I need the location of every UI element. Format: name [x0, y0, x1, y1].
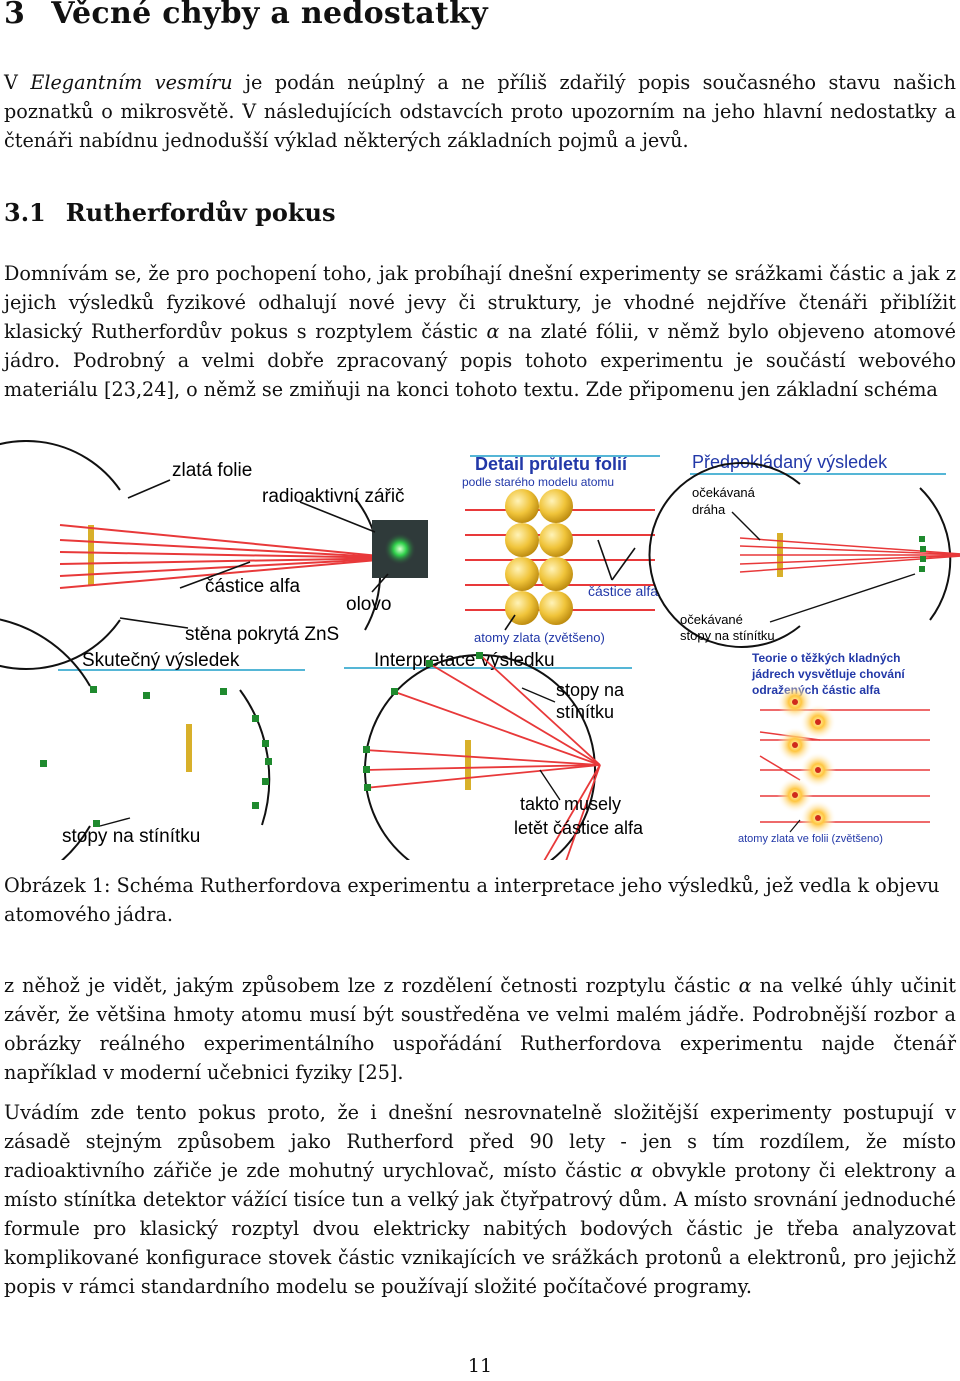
- detail-label-alpha: částice alfa: [588, 583, 658, 599]
- detail-label-gold-atoms: atomy zlata (zvětšeno): [474, 630, 605, 645]
- expected-marks: [919, 536, 926, 572]
- detail-title: Detail průletu folií: [475, 454, 628, 474]
- interpretation-paths-label-1: takto musely: [520, 794, 621, 814]
- expected-panel: Předpokládaný výsledek: [648, 452, 960, 648]
- real-title: Skutečný výsledek: [82, 650, 240, 671]
- subsection-title: Rutherfordův pokus: [65, 198, 336, 227]
- gold-atoms-stack: [505, 489, 573, 625]
- rutherford-figure: zlatá folie radioaktivní zářič částice a…: [0, 440, 960, 860]
- expected-path-label-2: dráha: [692, 502, 726, 517]
- intro-text-rest: je podán neúplný a ne příliš zdařilý pop…: [4, 71, 956, 152]
- interpretation-marks-label-2: stínítku: [556, 702, 614, 722]
- theory-text-2: jádrech vysvětluje chování: [751, 667, 905, 681]
- section-title: Věcné chyby a nedostatky: [51, 0, 488, 31]
- detail-pointers: [504, 539, 636, 631]
- interpretation-panel: Interpretace výsledku: [344, 650, 644, 860]
- apparatus-pointers: [119, 479, 389, 629]
- book-title: Elegantním vesmíru: [30, 71, 233, 94]
- after1-text-rest: na velké úhly učinit závěr, že většina h…: [4, 974, 956, 1084]
- section-number: 3: [4, 0, 26, 31]
- after1-text-start: z něhož je vidět, jakým způsobem lze z r…: [4, 974, 739, 997]
- real-marks: [40, 686, 272, 827]
- expected-rays: [739, 537, 960, 573]
- after-figure-paragraph-2: Uvádím zde tento pokus proto, že i dnešn…: [4, 1098, 956, 1301]
- expected-marks-label-2: stopy na stínítku: [680, 628, 775, 643]
- label-alpha-particles: částice alfa: [205, 576, 300, 597]
- label-radioactive-source: radioaktivní zářič: [262, 486, 405, 507]
- theory-label-foil-atoms: atomy zlata ve folii (zvětšeno): [738, 833, 883, 845]
- after2-text-start: Uvádím zde tento pokus proto, že i dnešn…: [4, 1101, 956, 1182]
- page-number: 11: [467, 1355, 493, 1377]
- interpretation-marks-label-1: stopy na: [556, 680, 625, 700]
- theory-panel: Teorie o těžkých kladných jádrech vysvět…: [738, 651, 930, 845]
- interpretation-marks: [363, 652, 483, 791]
- label-zns-wall: stěna pokrytá ZnS: [185, 624, 339, 645]
- real-screen-circle: [0, 618, 91, 860]
- real-panel: Skutečný výsledek stopy na s: [0, 618, 305, 860]
- figure-drawing: zlatá folie radioaktivní zářič částice a…: [0, 440, 960, 860]
- apparatus-panel: zlatá folie radioaktivní zářič částice a…: [0, 440, 428, 670]
- theory-text-3: odražených částic alfa: [752, 683, 880, 697]
- interpretation-rays: [364, 654, 601, 860]
- intro-paragraph: V Elegantním vesmíru je podán neúplný a …: [4, 68, 956, 155]
- expected-marks-label-1: očekávané: [680, 612, 743, 627]
- interpretation-title: Interpretace výsledku: [374, 650, 555, 671]
- subsection-number: 3.1: [4, 198, 46, 227]
- nuclei-dots: [792, 699, 821, 821]
- alpha-symbol: α: [630, 1159, 644, 1182]
- label-lead: olovo: [346, 594, 391, 615]
- rutherford-text-rest: na zlaté fólii, v němž bylo objeveno ato…: [4, 320, 956, 401]
- theory-text-1: Teorie o těžkých kladných: [752, 651, 901, 665]
- after2-text-rest: obvykle protony či elektrony a místo stí…: [4, 1159, 956, 1298]
- rutherford-paragraph: Domnívám se, že pro pochopení toho, jak …: [4, 259, 956, 404]
- after-figure-paragraph-1: z něhož je vidět, jakým způsobem lze z r…: [4, 971, 956, 1087]
- expected-screen-circle: [648, 462, 801, 648]
- figure-caption: Obrázek 1: Schéma Rutherfordova experime…: [4, 874, 940, 926]
- real-marks-label: stopy na stínítku: [62, 826, 200, 847]
- gold-foil-strip: [88, 525, 94, 585]
- alpha-rays: [59, 524, 401, 589]
- detail-panel: Detail průletu folií podle starého model…: [462, 454, 660, 645]
- section-heading: 3 Věcné chyby a nedostatky: [4, 0, 488, 31]
- detail-subtitle: podle starého modelu atomu: [462, 475, 614, 489]
- interpretation-paths-label-2: letět částice alfa: [514, 818, 644, 838]
- intro-text-start: V: [4, 71, 31, 94]
- rutherford-text-start: Domnívám se, že pro pochopení toho, jak …: [4, 262, 956, 343]
- radioactive-source-glow: [384, 533, 416, 565]
- expected-title: Předpokládaný výsledek: [692, 452, 888, 472]
- alpha-symbol: α: [738, 974, 752, 997]
- subsection-heading: 3.1 Rutherfordův pokus: [4, 198, 336, 227]
- zns-screen-circle: [0, 440, 121, 670]
- expected-path-label-1: očekávaná: [692, 485, 756, 500]
- nuclei-glows: [777, 684, 836, 836]
- alpha-symbol: α: [486, 320, 500, 343]
- label-gold-foil: zlatá folie: [172, 460, 252, 481]
